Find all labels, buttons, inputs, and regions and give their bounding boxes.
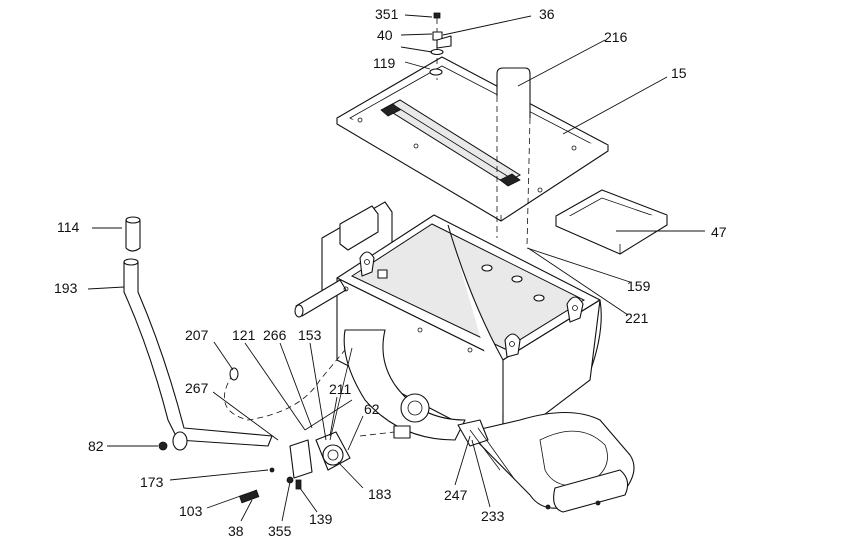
callout-159: 159 [627, 278, 651, 294]
callout-114: 114 [57, 219, 80, 235]
callout-38: 38 [228, 523, 244, 539]
lid-part-15 [336, 56, 609, 222]
tray-part-47 [555, 189, 668, 255]
callout-351: 351 [375, 6, 399, 22]
callout-82: 82 [88, 438, 104, 454]
callout-119: 119 [373, 55, 396, 71]
callout-247: 247 [444, 487, 468, 503]
callout-207: 207 [185, 327, 209, 343]
callout-labels: 351 36 40 216 119 15 114 47 193 159 221 … [54, 6, 727, 539]
callout-47: 47 [711, 224, 727, 240]
callout-103: 103 [179, 503, 203, 519]
callout-139: 139 [309, 511, 333, 527]
callout-216: 216 [604, 29, 628, 45]
linkage-parts [224, 347, 353, 504]
discharge-chute [359, 411, 635, 513]
callout-211: 211 [329, 381, 352, 397]
callout-62: 62 [364, 401, 380, 417]
lever-assembly [123, 216, 273, 451]
callout-233: 233 [481, 508, 505, 524]
callout-267: 267 [185, 380, 209, 396]
callout-153: 153 [298, 327, 322, 343]
callout-221: 221 [625, 310, 649, 326]
callout-355: 355 [268, 523, 292, 539]
callout-183: 183 [368, 486, 392, 502]
callout-121: 121 [232, 327, 256, 343]
callout-40: 40 [377, 27, 393, 43]
callout-173: 173 [140, 474, 164, 490]
handle-part-216 [496, 67, 531, 247]
leader-lines [87, 14, 705, 522]
callout-15: 15 [671, 65, 687, 81]
callout-266: 266 [263, 327, 287, 343]
housing-body [294, 201, 602, 447]
callout-193: 193 [54, 280, 78, 296]
callout-36: 36 [539, 6, 555, 22]
